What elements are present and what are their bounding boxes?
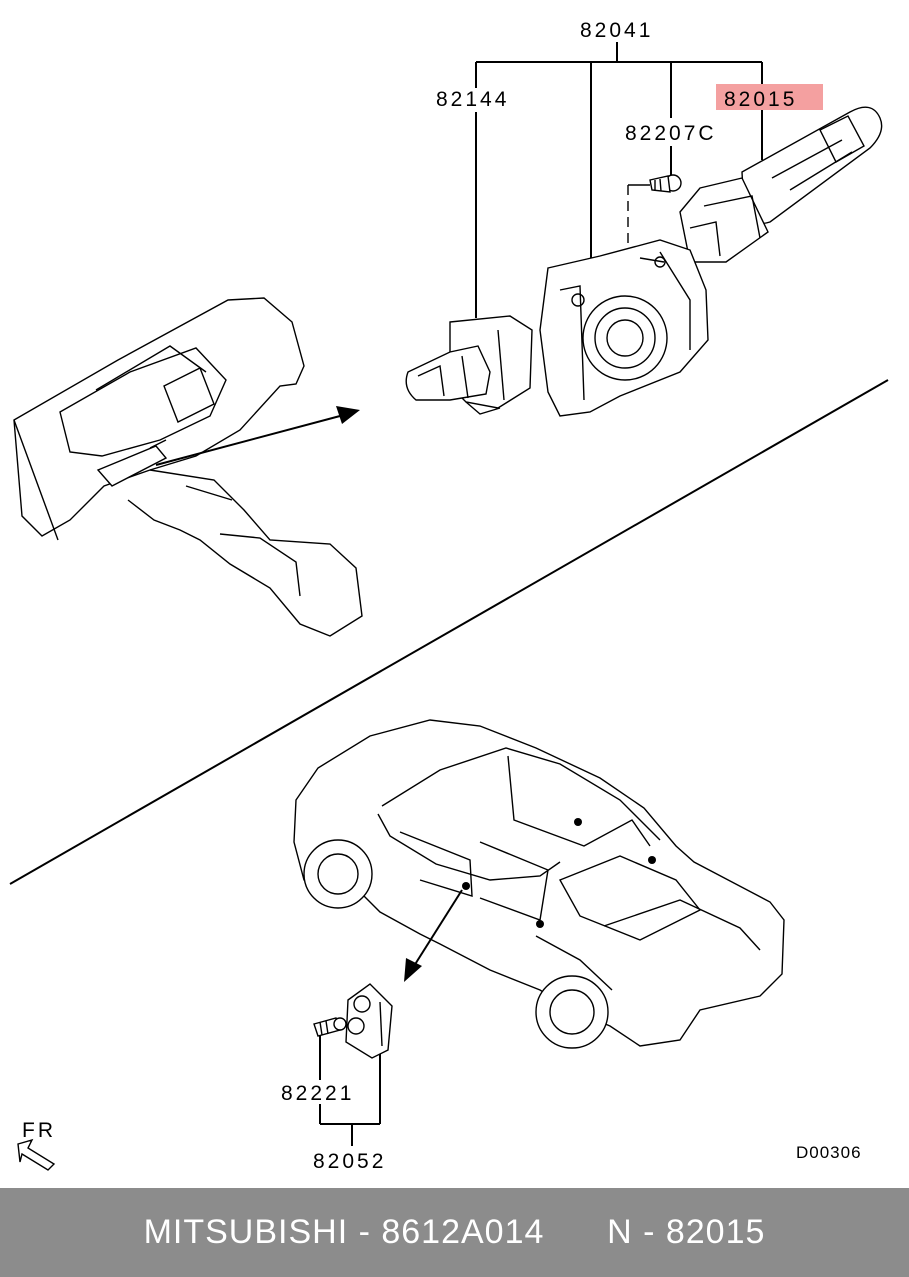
label-82207c[interactable]: 82207C bbox=[625, 122, 717, 145]
diagram-code: D00306 bbox=[796, 1143, 862, 1162]
wiper-switch-part bbox=[679, 106, 883, 263]
label-82144[interactable]: 82144 bbox=[436, 88, 509, 111]
fr-direction-icon: FR bbox=[17, 1119, 56, 1171]
truck-illustration bbox=[293, 719, 785, 1049]
door-switch-part bbox=[345, 983, 393, 1059]
section-divider bbox=[9, 379, 889, 885]
label-82052[interactable]: 82052 bbox=[313, 1150, 386, 1173]
footer-title: MITSUBISHI - 8612A014 N - 82015 bbox=[143, 1213, 766, 1251]
parts-diagram: 82041 82144 82207C 82015 bbox=[9, 19, 889, 1173]
footer-bar: MITSUBISHI - 8612A014 N - 82015 bbox=[0, 1188, 909, 1277]
truck-arrow bbox=[404, 889, 463, 982]
fr-label: FR bbox=[22, 1119, 56, 1142]
label-82015[interactable]: 82015 bbox=[724, 88, 797, 111]
door-switch-leader bbox=[319, 1036, 381, 1146]
screw-82221-part bbox=[313, 1017, 347, 1037]
column-switch-body bbox=[539, 239, 709, 417]
dashboard-arrow bbox=[155, 406, 360, 466]
lighting-switch-part bbox=[405, 315, 533, 415]
assembly-leader bbox=[475, 42, 763, 318]
screw-82207c-part bbox=[627, 174, 682, 268]
dashboard-illustration bbox=[13, 297, 363, 637]
label-82221[interactable]: 82221 bbox=[281, 1082, 354, 1105]
label-82041[interactable]: 82041 bbox=[580, 19, 653, 42]
highlight-box bbox=[716, 84, 823, 110]
